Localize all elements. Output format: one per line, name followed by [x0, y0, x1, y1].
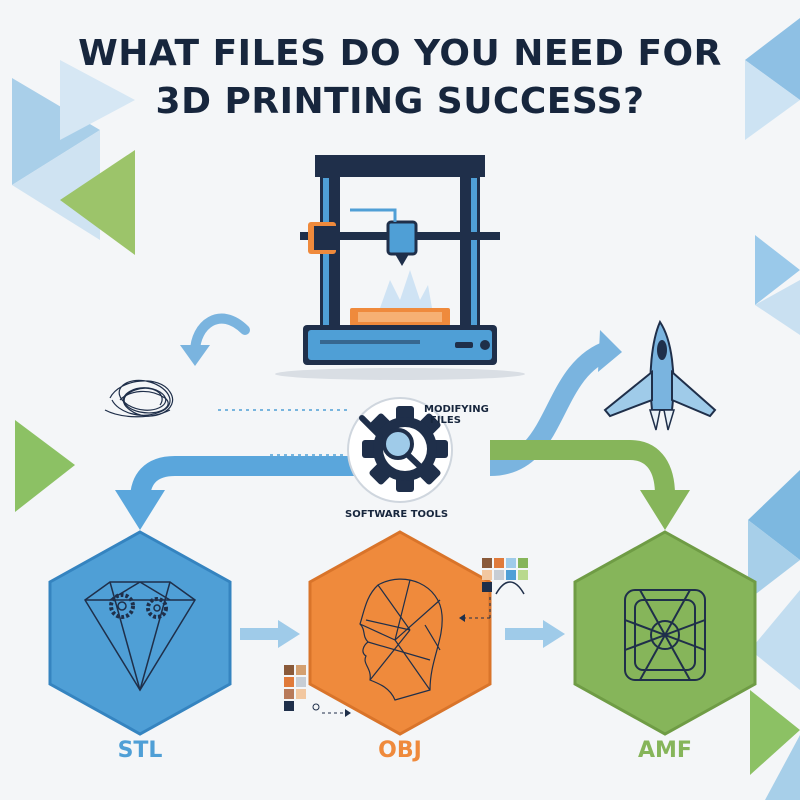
tangled-lines-icon — [104, 379, 173, 418]
title-line-1: WHAT FILES DO YOU NEED FOR — [78, 33, 722, 74]
obj-hexagon — [308, 530, 492, 736]
bg-triangle — [748, 470, 800, 560]
arrow-shaft — [240, 628, 280, 640]
amf-hexagon — [573, 530, 757, 736]
amf-label: AMF — [638, 738, 692, 763]
flow-arrows — [240, 620, 565, 648]
software-tools-label: SOFTWARE TOOLS — [345, 509, 449, 520]
celtic-knot-icon — [624, 589, 706, 681]
stl-hexagon — [48, 530, 232, 736]
spaceship-icon — [603, 319, 717, 431]
wireframe-head-icon — [359, 578, 443, 701]
curved-arrow-icon — [180, 313, 250, 366]
gear-wrench-magnifier-icon — [347, 397, 453, 503]
bg-triangle — [755, 280, 800, 335]
modifying-files-line-1: MODIFYING — [424, 404, 489, 415]
modifying-files-label: MODIFYING FILES — [424, 404, 489, 426]
bg-triangle — [745, 18, 800, 100]
bg-triangle — [12, 78, 100, 185]
printer-icon — [275, 155, 525, 380]
arrow-head — [278, 620, 300, 648]
bg-triangle — [60, 60, 135, 140]
bg-triangle — [750, 690, 800, 775]
bg-triangle — [745, 60, 800, 140]
bg-triangle — [765, 735, 800, 800]
blue-flow-arrow — [115, 330, 622, 530]
bg-triangle — [15, 420, 75, 512]
modifying-files-line-2: FILES — [430, 415, 461, 426]
bg-triangle — [748, 520, 800, 600]
bg-triangle — [755, 235, 800, 305]
arrow-shaft — [505, 628, 545, 640]
diamond-gears-icon — [83, 581, 197, 692]
stl-label: STL — [117, 738, 163, 763]
color-palette-icon — [459, 558, 528, 622]
bg-triangle — [750, 590, 800, 690]
title-line-2: 3D PRINTING SUCCESS? — [155, 81, 645, 122]
green-flow-arrow — [490, 440, 690, 530]
color-palette-icon — [284, 665, 351, 717]
arrow-head — [543, 620, 565, 648]
obj-label: OBJ — [378, 738, 422, 763]
background-triangles — [12, 18, 800, 800]
bg-triangle — [60, 150, 135, 255]
page-title: WHAT FILES DO YOU NEED FOR 3D PRINTING S… — [0, 30, 800, 126]
